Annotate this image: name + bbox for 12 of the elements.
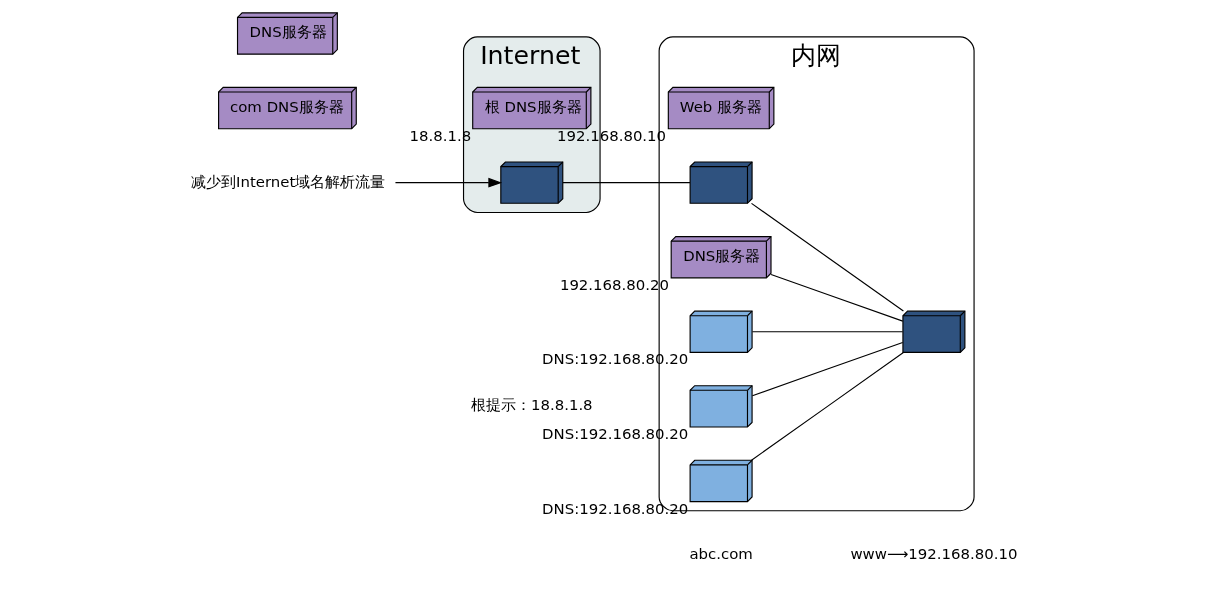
connector	[750, 352, 904, 461]
label: abc.com	[688, 545, 753, 564]
node-text: 减少到Internet域名解析流量	[190, 172, 385, 191]
label: www⟶192.168.80.10	[849, 545, 1017, 564]
connector	[561, 182, 691, 184]
node-label: DNS:192.168.80.20	[541, 499, 688, 518]
label: 根提示：18.8.1.8	[470, 396, 593, 415]
connector	[750, 202, 904, 312]
connector	[751, 331, 903, 333]
connector	[770, 273, 903, 322]
connector	[751, 341, 903, 397]
arrow	[394, 177, 502, 188]
